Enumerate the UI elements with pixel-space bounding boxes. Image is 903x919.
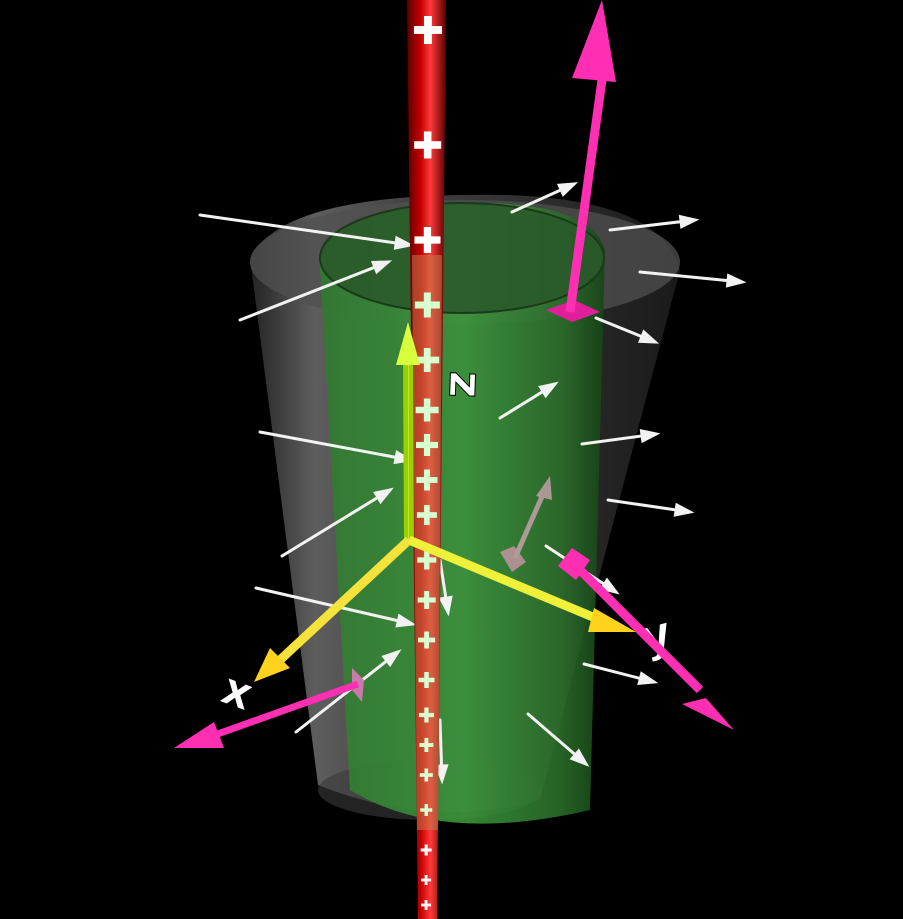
plus-sign-icon	[416, 505, 437, 525]
plus-sign-icon	[420, 804, 433, 816]
plus-sign-icon	[418, 672, 435, 688]
inner-area-vector	[500, 476, 552, 572]
charged-rod	[407, 0, 446, 919]
field-arrow	[638, 270, 747, 288]
field-arrow	[582, 662, 659, 686]
plus-sign-icon	[417, 591, 436, 609]
x-area-arrowhead	[174, 722, 224, 748]
field-arrow	[498, 381, 559, 420]
field-arrow	[238, 260, 393, 322]
plus-sign-icon	[416, 434, 439, 456]
charged-rod-inside-cylinder	[412, 255, 442, 830]
x-area-vector	[174, 668, 364, 748]
inner-cylinder-top-rim	[319, 202, 605, 314]
side-area-vector	[558, 548, 734, 730]
inner-cylinder	[319, 202, 605, 824]
field-arrow	[526, 712, 590, 767]
plus-sign-icon	[417, 550, 437, 570]
z-axis-label: z	[439, 370, 494, 399]
field-arrow	[606, 498, 695, 517]
inner-cylinder-body	[320, 202, 605, 824]
x-axis	[254, 536, 413, 682]
x-axis-label: x	[214, 661, 260, 722]
plus-sign-icon	[414, 131, 442, 159]
top-area-arrowhead	[572, 0, 616, 82]
coordinate-axes: z x y	[214, 322, 678, 722]
field-arrow	[438, 558, 453, 617]
plus-sign-icon	[418, 631, 436, 649]
field-arrow	[280, 487, 394, 558]
plus-sign-icon	[416, 469, 438, 491]
plus-sign-icon	[419, 768, 433, 782]
field-arrow	[434, 718, 449, 785]
side-area-arrowhead	[682, 680, 734, 730]
y-axis	[407, 535, 636, 632]
field-arrow	[294, 649, 402, 734]
plus-sign-icon	[421, 875, 432, 885]
field-arrow	[608, 214, 700, 232]
plus-sign-icon	[419, 738, 434, 752]
top-area-vector	[546, 0, 616, 322]
plus-sign-icon	[421, 900, 432, 910]
plus-sign-icon	[415, 398, 439, 422]
plus-sign-icon	[418, 707, 434, 723]
field-arrow	[594, 316, 660, 344]
rod-charge-marks	[413, 16, 442, 910]
plus-sign-icon	[420, 844, 432, 856]
plus-sign-icon	[414, 292, 440, 318]
plus-sign-icon	[415, 348, 440, 372]
plus-sign-icon	[414, 227, 441, 253]
area-vectors	[174, 0, 734, 748]
field-arrow	[510, 182, 579, 214]
y-axis-arrowhead	[588, 608, 636, 632]
field-arrow	[580, 429, 661, 446]
inner-cylinder-top	[320, 203, 604, 313]
electric-field-arrows	[198, 182, 747, 785]
field-arrow	[198, 213, 415, 250]
z-axis-arrowhead	[396, 322, 420, 365]
z-axis	[396, 322, 420, 541]
x-axis-arrowhead	[254, 648, 290, 682]
plus-sign-icon	[413, 16, 442, 44]
